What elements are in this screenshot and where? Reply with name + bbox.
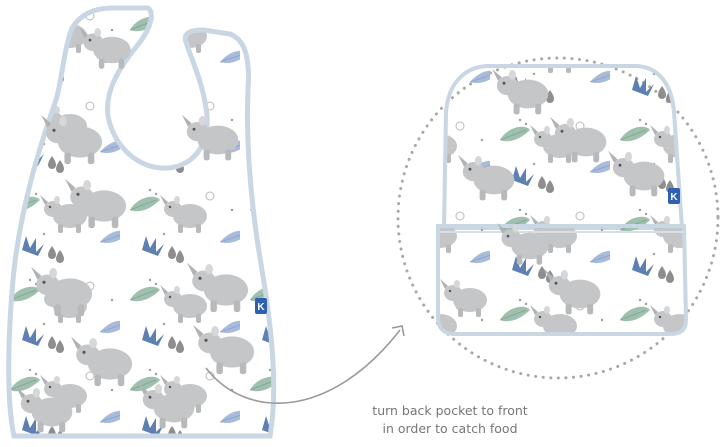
- bib-unfolded: K: [6, 5, 277, 439]
- bib-folded: K: [436, 64, 689, 336]
- curved-arrow-icon: [205, 325, 405, 404]
- instruction-caption: turn back pocket to front in order to ca…: [350, 402, 550, 438]
- bib-left-shape: [6, 5, 277, 439]
- bib-folded-back: [441, 64, 685, 230]
- brand-tag-icon: [255, 298, 267, 314]
- brand-tag-letter-2: K: [670, 192, 678, 203]
- caption-line-1: turn back pocket to front: [372, 403, 528, 418]
- dotted-circle: [396, 56, 720, 380]
- brand-tag-icon-2: [668, 188, 680, 204]
- brand-tag-letter: K: [257, 302, 265, 313]
- caption-line-2: in order to catch food: [382, 421, 518, 436]
